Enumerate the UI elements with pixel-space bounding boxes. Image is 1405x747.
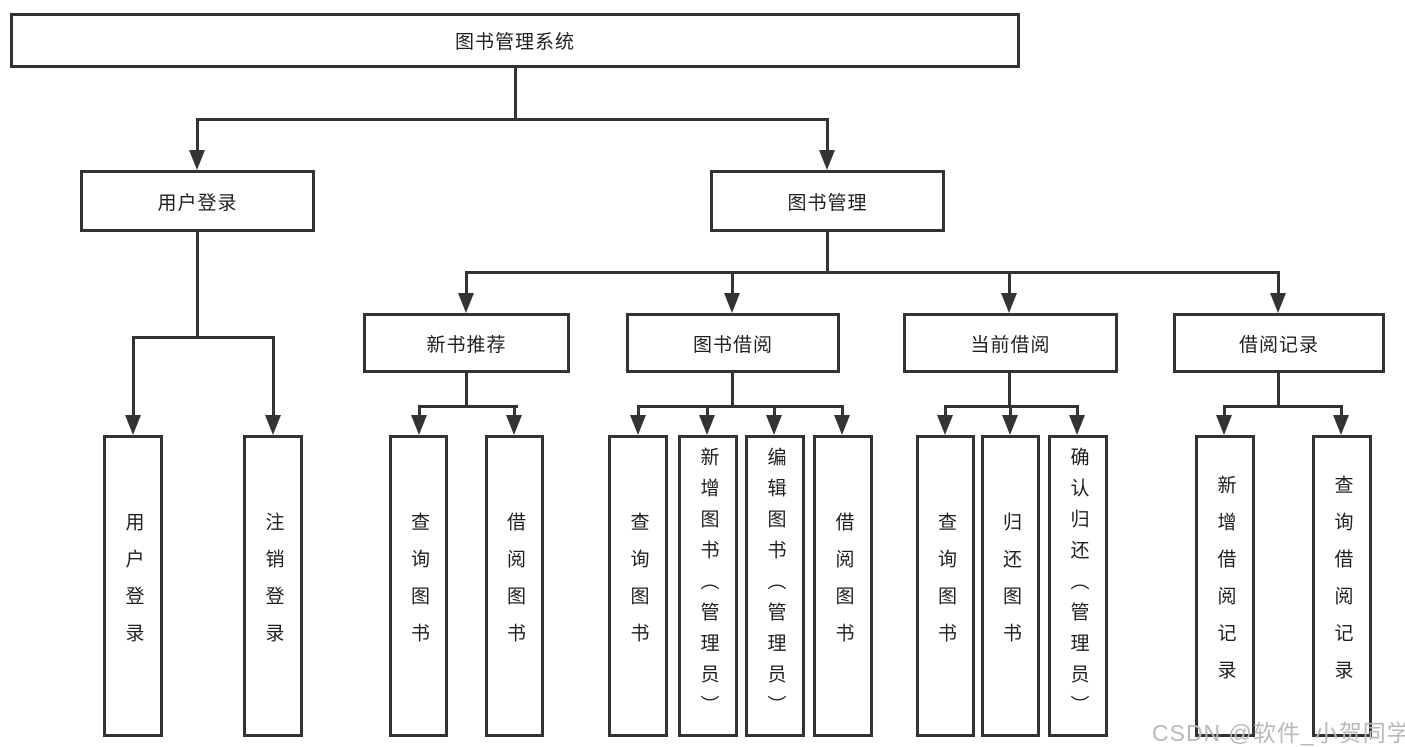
leaf-add-borrow-record: 新增借阅记录 xyxy=(1195,435,1255,737)
node-new-book-recommend: 新书推荐 xyxy=(363,313,570,373)
node-book-management: 图书管理 xyxy=(710,170,945,232)
leaf-query-books-current: 查询图书 xyxy=(916,435,975,737)
leaf-borrow-books-recommend: 借阅图书 xyxy=(485,435,544,737)
leaf-label: 确认归还（管理员） xyxy=(1067,446,1089,726)
leaf-query-books-borrow: 查询图书 xyxy=(608,435,668,737)
leaf-label: 用户登录 xyxy=(122,512,144,660)
arrow-down-icon xyxy=(458,293,474,313)
node-label: 图书管理 xyxy=(787,192,868,214)
leaf-edit-books-admin: 编辑图书（管理员） xyxy=(745,435,805,737)
leaf-label: 新增图书（管理员） xyxy=(697,446,719,726)
connector-drop-leaf xyxy=(418,405,421,417)
connector-drop-leaf xyxy=(1009,405,1012,417)
connector-book-borrow-stem xyxy=(731,373,734,408)
node-label: 当前借阅 xyxy=(970,334,1051,356)
connector-drop-leaf xyxy=(637,405,640,417)
connector-drop-book-borrow xyxy=(731,271,734,295)
connector-new-book-bus xyxy=(418,405,518,408)
node-root-system: 图书管理系统 xyxy=(10,13,1020,68)
connector-drop-leaf xyxy=(944,405,947,417)
arrow-down-icon xyxy=(506,415,522,435)
connector-drop-leaf xyxy=(706,405,709,417)
arrow-down-icon xyxy=(937,415,953,435)
leaf-label: 查询图书 xyxy=(627,512,649,660)
connector-drop-borrow-record xyxy=(1277,271,1280,295)
connector-drop-leaf xyxy=(1076,405,1079,417)
arrow-down-icon xyxy=(1216,415,1232,435)
leaf-label: 查询图书 xyxy=(408,512,429,660)
leaf-user-login: 用户登录 xyxy=(103,435,163,737)
node-label: 新书推荐 xyxy=(426,334,507,356)
node-current-borrow: 当前借阅 xyxy=(903,313,1118,373)
arrow-down-icon xyxy=(630,415,646,435)
leaf-label: 查询借阅记录 xyxy=(1331,475,1353,697)
connector-drop-leaf xyxy=(513,405,516,417)
leaf-return-books: 归还图书 xyxy=(981,435,1040,737)
connector-level3-bus xyxy=(465,271,1280,274)
arrow-down-icon xyxy=(724,293,740,313)
arrow-down-icon xyxy=(819,150,835,170)
connector-book-borrow-bus xyxy=(637,405,843,408)
node-label: 图书借阅 xyxy=(692,334,773,356)
connector-root-stem xyxy=(514,66,517,120)
leaf-label: 借阅图书 xyxy=(832,512,854,660)
connector-drop-leaf xyxy=(272,336,275,416)
leaf-label: 查询图书 xyxy=(935,512,956,660)
connector-drop-user-login xyxy=(196,118,199,152)
arrow-down-icon xyxy=(1270,293,1286,313)
arrow-down-icon xyxy=(766,415,782,435)
arrow-down-icon xyxy=(125,415,141,435)
connector-drop-leaf xyxy=(773,405,776,417)
connector-new-book-stem xyxy=(465,373,468,408)
connector-book-mgmt-stem xyxy=(826,232,829,274)
arrow-down-icon xyxy=(189,150,205,170)
connector-level1-bus xyxy=(196,118,829,121)
connector-drop-new-book xyxy=(465,271,468,295)
connector-current-borrow-stem xyxy=(1008,373,1011,408)
leaf-logout: 注销登录 xyxy=(243,435,303,737)
connector-drop-leaf xyxy=(1340,405,1343,417)
arrow-down-icon xyxy=(699,415,715,435)
node-borrow-record: 借阅记录 xyxy=(1173,313,1385,373)
leaf-add-books-admin: 新增图书（管理员） xyxy=(678,435,738,737)
leaf-label: 归还图书 xyxy=(1000,512,1021,660)
connector-drop-leaf xyxy=(132,336,135,416)
arrow-down-icon xyxy=(1069,415,1085,435)
arrow-down-icon xyxy=(1001,293,1017,313)
leaf-label: 注销登录 xyxy=(262,512,284,660)
leaf-label: 编辑图书（管理员） xyxy=(764,446,786,726)
connector-user-login-stem xyxy=(196,232,199,338)
node-label: 用户登录 xyxy=(157,192,238,214)
leaf-confirm-return-admin: 确认归还（管理员） xyxy=(1048,435,1108,737)
connector-drop-leaf xyxy=(1223,405,1226,417)
arrow-down-icon xyxy=(834,415,850,435)
leaf-borrow-books: 借阅图书 xyxy=(813,435,873,737)
arrow-down-icon xyxy=(1333,415,1349,435)
arrow-down-icon xyxy=(411,415,427,435)
arrow-down-icon xyxy=(1002,415,1018,435)
leaf-label: 新增借阅记录 xyxy=(1214,475,1236,697)
connector-borrow-record-stem xyxy=(1277,373,1280,408)
node-label: 图书管理系统 xyxy=(454,32,575,53)
leaf-query-borrow-record: 查询借阅记录 xyxy=(1312,435,1372,737)
connector-drop-book-management xyxy=(826,118,829,152)
node-book-borrow: 图书借阅 xyxy=(626,313,840,373)
connector-user-login-bus xyxy=(132,336,275,339)
node-label: 借阅记录 xyxy=(1238,334,1319,356)
connector-drop-current-borrow xyxy=(1008,271,1011,295)
node-user-login: 用户登录 xyxy=(80,170,315,232)
leaf-label: 借阅图书 xyxy=(504,512,525,660)
connector-borrow-record-bus xyxy=(1223,405,1342,408)
csdn-watermark: CSDN @软件_小贺同学 xyxy=(1152,720,1405,746)
connector-drop-leaf xyxy=(841,405,844,417)
leaf-query-books-recommend: 查询图书 xyxy=(389,435,448,737)
arrow-down-icon xyxy=(265,415,281,435)
